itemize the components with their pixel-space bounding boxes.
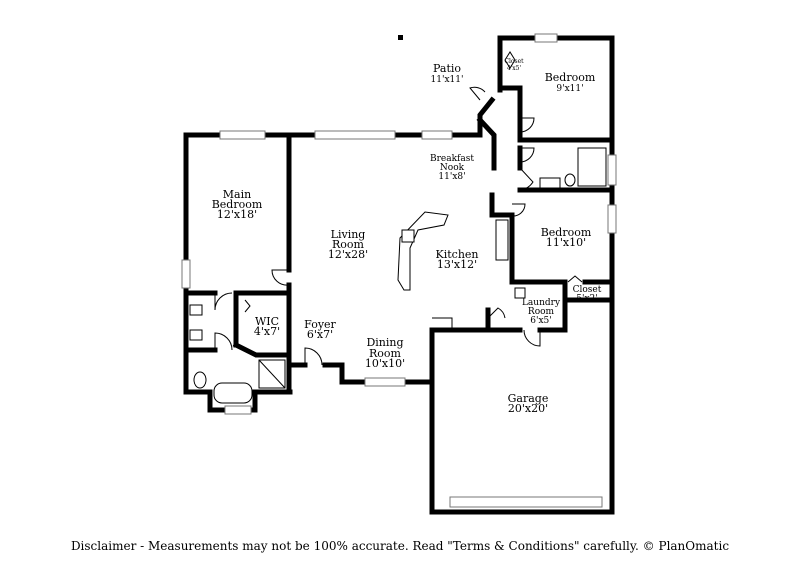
dining-dim: 10'x10' (365, 357, 405, 370)
windows (181, 33, 617, 508)
hall-bath-tub (577, 147, 607, 187)
closet-e-label: Closet (573, 285, 602, 295)
disclaimer-text: Disclaimer - Measurements may not be 100… (70, 539, 730, 553)
foyer-dim: 6'x7' (307, 328, 333, 341)
room-labels: Patio 11'x11' Bedroom 9'x11' Closet 4'x5… (212, 58, 602, 415)
wic-label: WIC (255, 315, 279, 328)
nook-label-1: Breakfast (430, 154, 474, 164)
fixtures (189, 147, 607, 404)
main-toilet (193, 371, 207, 389)
walls (183, 35, 615, 515)
laundry-label-1: Laundry (522, 298, 561, 308)
hall-toilet (564, 173, 576, 187)
living-label-2: Room (332, 238, 365, 251)
garage-dim: 20'x20' (508, 402, 548, 415)
main-bedroom-label-2: Bedroom (212, 198, 263, 211)
wic-dim: 4'x7' (254, 325, 280, 338)
foyer-label: Foyer (304, 318, 336, 331)
living-label-1: Living (331, 228, 366, 241)
laundry-label-2: Room (528, 307, 555, 317)
bedroom-e-dim: 11'x10' (546, 236, 586, 249)
patio-label: Patio (433, 62, 461, 75)
bedroom-e-label: Bedroom (541, 226, 592, 239)
living-dim: 12'x28' (328, 248, 368, 261)
main-sink-2 (189, 329, 203, 341)
kitchen-dim: 13'x12' (437, 258, 477, 271)
nook-label-2: Nook (440, 163, 465, 173)
laundry-dim: 6'x5' (530, 316, 551, 326)
hall-sink (539, 177, 561, 189)
patio-dim: 11'x11' (431, 75, 464, 85)
dining-label-1: Dining (366, 336, 403, 349)
closet-ne-dim: 4'x5' (507, 65, 522, 72)
garage-label: Garage (508, 392, 549, 405)
bedroom-ne-dim: 9'x11' (556, 84, 583, 94)
main-bedroom-dim: 12'x18' (217, 208, 257, 221)
dining-label-2: Room (369, 347, 402, 360)
closet-ne-label: Closet (504, 58, 524, 65)
bedroom-ne-label: Bedroom (545, 71, 596, 84)
closet-e-dim: 5'x2' (576, 294, 597, 304)
main-bath-tub (213, 382, 253, 404)
main-sink-1 (189, 304, 203, 316)
kitchen-counter (495, 219, 509, 261)
kitchen-label: Kitchen (436, 248, 479, 261)
nook-dim: 11'x8' (438, 172, 465, 182)
main-bedroom-label-1: Main (223, 188, 251, 201)
doors (214, 51, 583, 366)
